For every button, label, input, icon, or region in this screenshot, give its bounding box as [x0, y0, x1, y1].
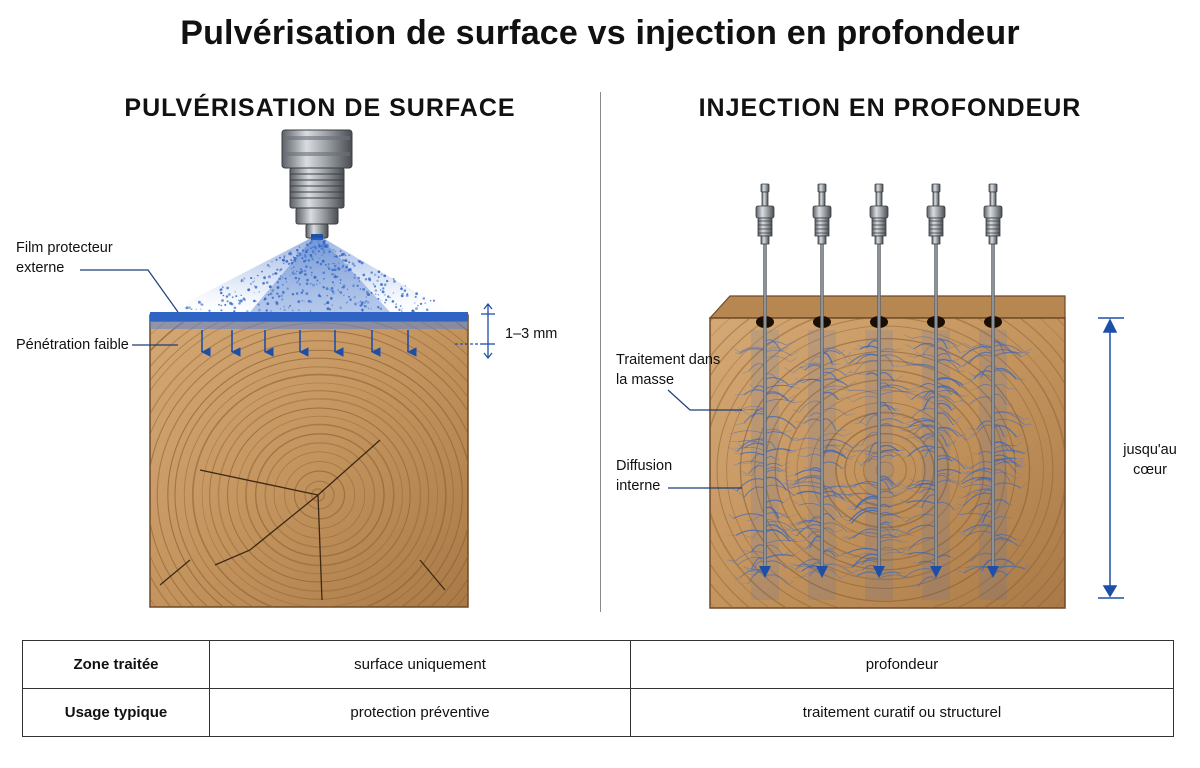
core-depth-arrow [1098, 317, 1124, 599]
penetration-arrows [201, 330, 417, 357]
table-row: Zone traitée surface uniquement profonde… [22, 640, 1174, 689]
diagram-illustration [80, 129, 1124, 609]
wood-block-injection [708, 295, 1066, 609]
injection-panel-title: INJECTION EN PROFONDEUR [698, 94, 1082, 122]
surface-panel-title: PULVÉRISATION DE SURFACE [124, 94, 516, 122]
mass-treatment-label: Traitement dans la masse [616, 352, 721, 388]
page-title: Pulvérisation de surface vs injection en… [180, 14, 1020, 52]
injector-needles [755, 183, 1003, 578]
spray-nozzle [281, 129, 353, 240]
diffusion-label: Diffusion interne [616, 458, 673, 494]
row-header: Zone traitée [22, 640, 210, 689]
core-depth-label: jusqu'au cœur [1123, 442, 1177, 478]
table-cell: surface uniquement [209, 640, 631, 689]
table-cell: traitement curatif ou structurel [630, 688, 1174, 737]
table-cell: protection préventive [209, 688, 631, 737]
comparison-table: Zone traitée surface uniquement profonde… [22, 640, 1174, 737]
row-header: Usage typique [22, 688, 210, 737]
wood-block-surface [149, 312, 469, 608]
spray-mist [168, 238, 450, 313]
table-cell: profondeur [630, 640, 1174, 689]
mass-leader-line [667, 389, 742, 411]
table-row: Usage typique protection préventive trai… [22, 688, 1174, 737]
film-label: Film protecteur externe [16, 240, 113, 276]
depth-label: 1–3 mm [505, 326, 558, 342]
depth-dimension [455, 302, 495, 360]
film-leader-line [80, 269, 179, 313]
panel-divider [600, 92, 601, 612]
penetration-label: Pénétration faible [16, 337, 129, 353]
